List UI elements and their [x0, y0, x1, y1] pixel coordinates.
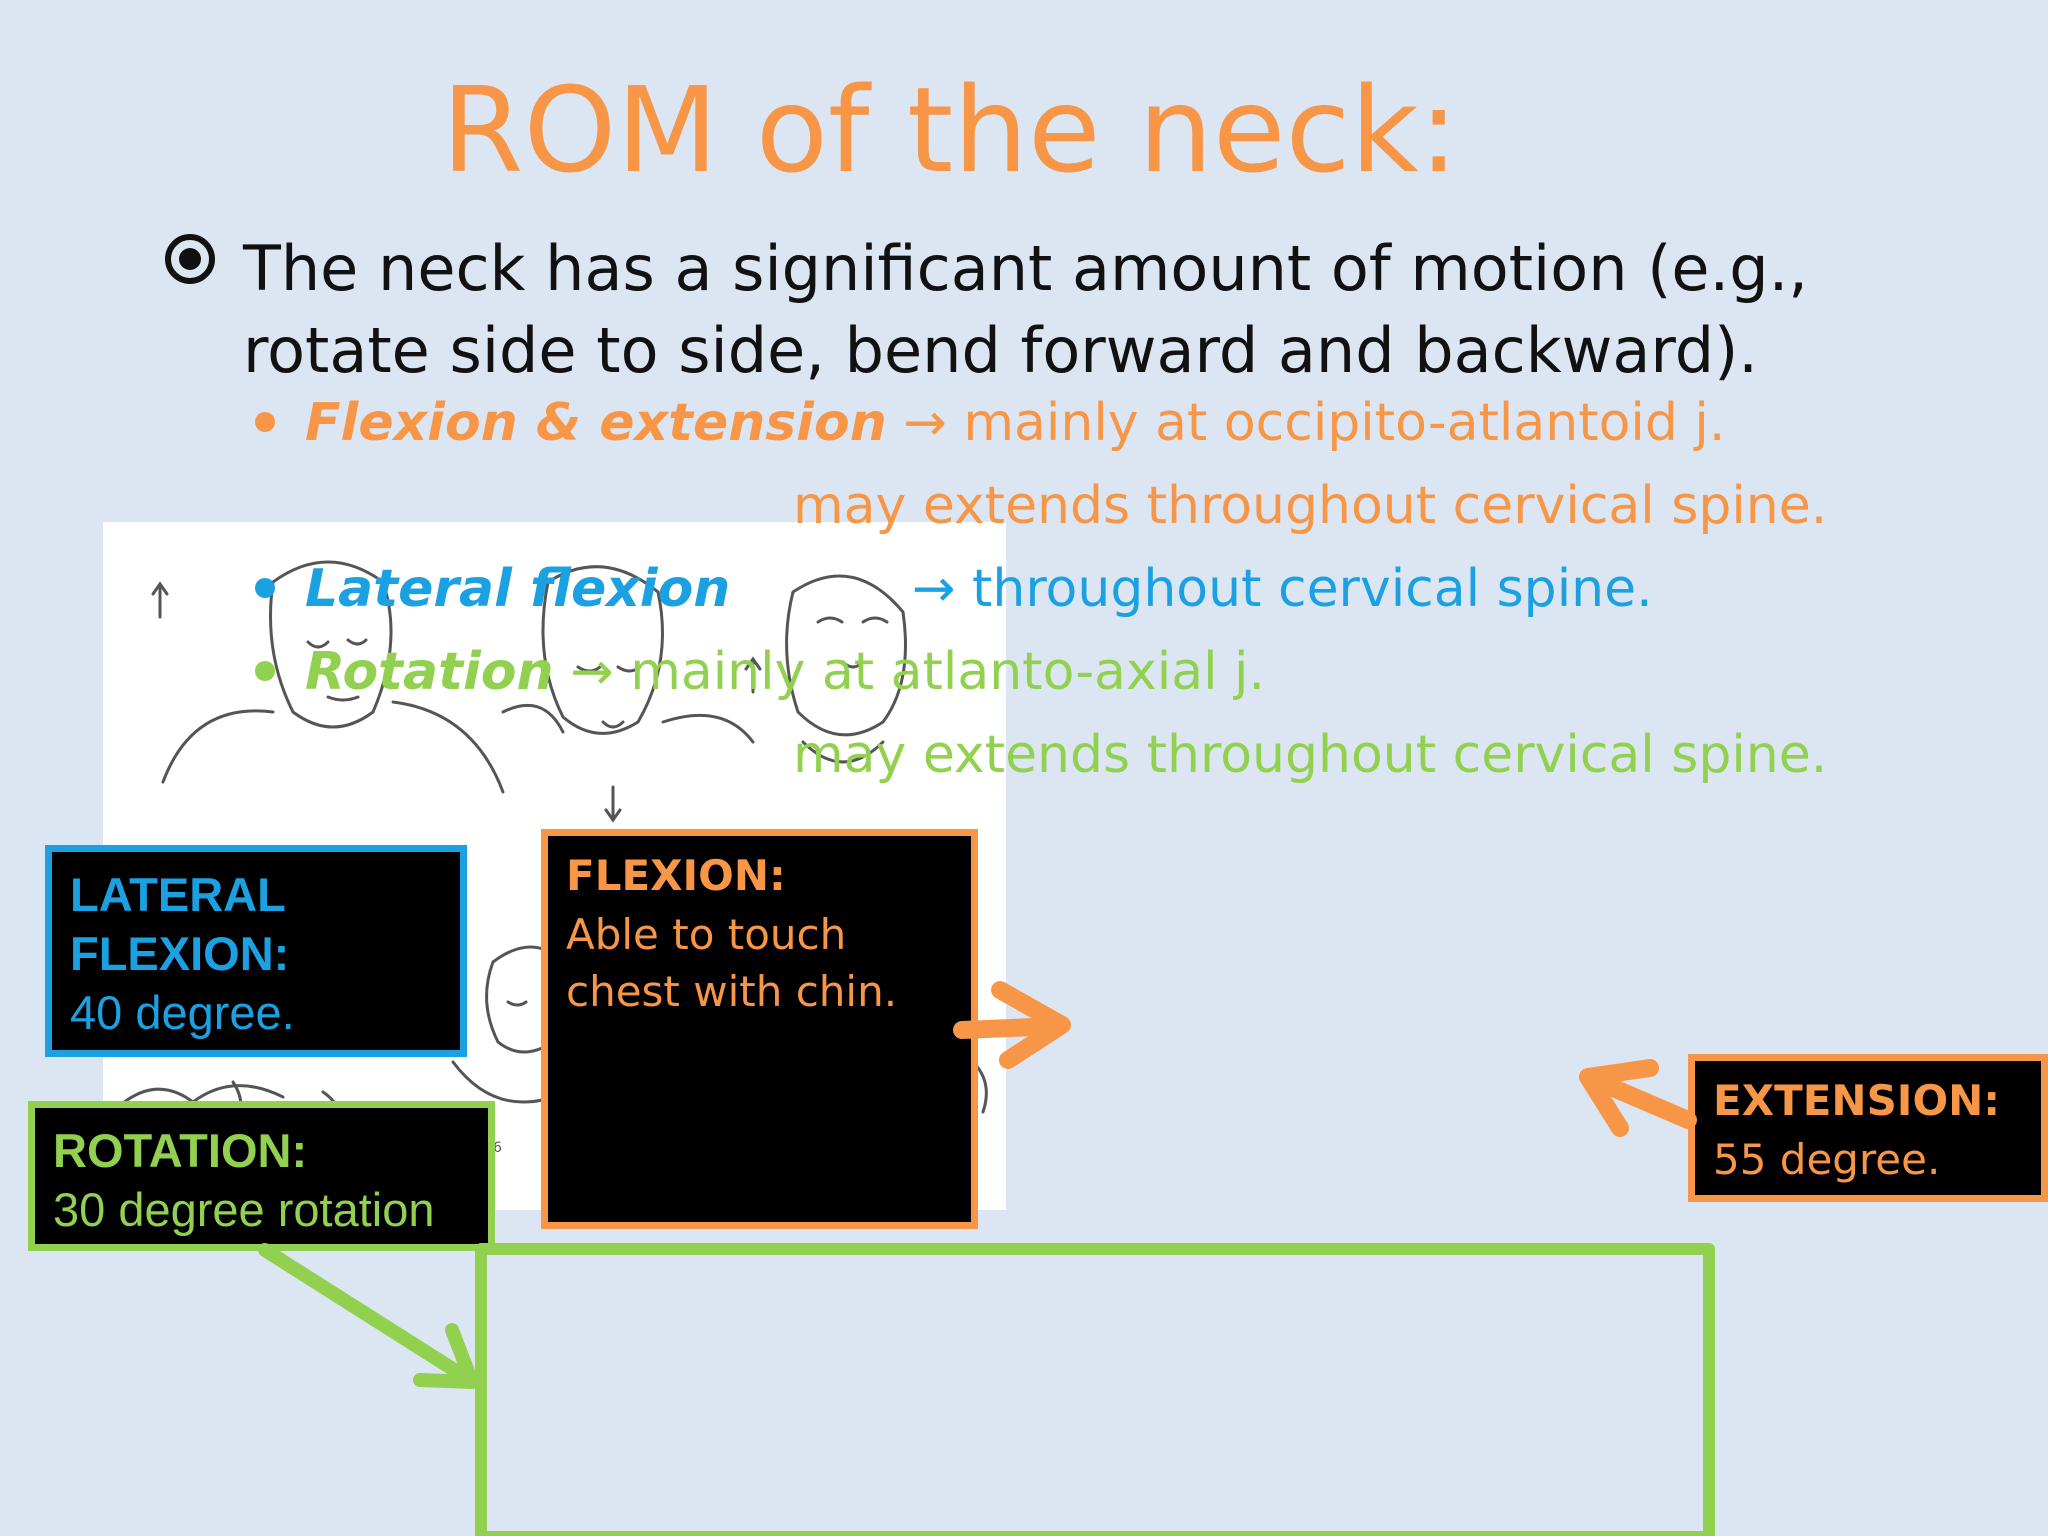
label-title: LATERAL	[70, 868, 286, 921]
rotation-arrowhead-icon	[413, 1323, 479, 1389]
label-body: 40 degree.	[70, 985, 295, 1039]
figure-number: 6	[493, 1140, 502, 1156]
sub-item-flexion-extension: Flexion & extension → mainly at occipito…	[255, 392, 1725, 454]
label-body: Able to touch	[566, 909, 847, 959]
flexion-arrowhead-icon	[991, 981, 1071, 1069]
sub-item-desc: mainly at occipito-atlantoid j.	[963, 393, 1726, 453]
sub-item-term: Lateral flexion	[305, 559, 731, 619]
bullet-dot-icon	[255, 578, 275, 598]
sub-item-flexion-extension-cont: may extends throughout cervical spine.	[793, 476, 1828, 536]
bullet-dot-icon	[255, 412, 275, 432]
rotation-arrow-icon	[258, 1243, 477, 1387]
neck-sketch-icon: 6	[111, 560, 988, 1156]
label-lateral-flexion: LATERAL FLEXION: 40 degree.	[45, 845, 467, 1057]
sub-item-lateral-flexion: Lateral flexion → throughout cervical sp…	[255, 558, 1653, 620]
main-bullet: The neck has a significant amount of mot…	[163, 228, 1963, 392]
label-body: 55 degree.	[1713, 1134, 1941, 1184]
label-title: FLEXION:	[70, 926, 290, 980]
sub-item-term: Flexion & extension	[305, 393, 887, 453]
label-extension: EXTENSION: 55 degree.	[1688, 1054, 2048, 1202]
sub-item-desc: throughout cervical spine.	[971, 559, 1653, 619]
arrow-right-icon: →	[570, 642, 614, 702]
bullet-dot-icon	[255, 661, 275, 681]
target-bullet-icon	[165, 234, 215, 284]
label-body: chest with chin.	[566, 966, 898, 1016]
slide-title: ROM of the neck:	[441, 61, 1459, 199]
sub-item-desc: mainly at atlanto-axial j.	[630, 642, 1266, 702]
label-title: ROTATION:	[53, 1124, 308, 1177]
label-flexion: FLEXION: Able to touch chest with chin.	[541, 829, 978, 1229]
extension-arrow-icon	[1581, 1069, 1697, 1129]
arrow-right-icon: →	[903, 393, 947, 453]
sub-item-rotation-cont: may extends throughout cervical spine.	[793, 725, 1828, 785]
arrow-right-icon: →	[911, 559, 956, 619]
label-rotation: ROTATION: 30 degree rotation	[28, 1101, 495, 1251]
sub-item-term: Rotation	[305, 642, 554, 702]
label-title: FLEXION:	[566, 851, 786, 900]
green-frame	[475, 1243, 1715, 1536]
sub-item-rotation: Rotation → mainly at atlanto-axial j.	[255, 641, 1265, 703]
label-body: 30 degree rotation	[53, 1182, 435, 1236]
main-bullet-text: The neck has a significant amount of mot…	[243, 232, 1809, 387]
label-title: EXTENSION:	[1713, 1076, 2001, 1125]
extension-arrowhead-icon	[1579, 1059, 1659, 1137]
